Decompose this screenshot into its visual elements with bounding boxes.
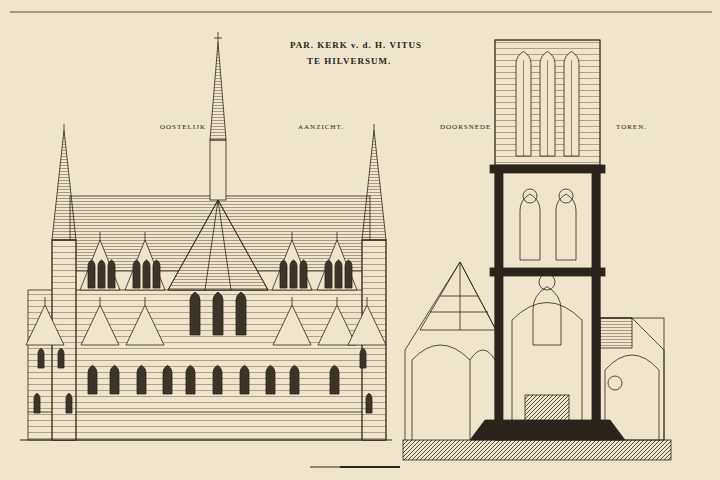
window [325,260,332,288]
window [540,52,555,157]
gable [81,305,119,345]
window [236,292,246,335]
window [290,365,299,394]
window [88,365,97,394]
gable [80,240,120,290]
view-label: AANZICHT. [296,123,346,131]
window [98,260,105,288]
window [290,260,297,288]
window [516,52,531,157]
gable [272,240,312,290]
window [266,365,275,394]
window [66,393,72,413]
window [345,260,352,288]
gable [125,240,165,290]
window [143,260,150,288]
window [34,393,40,413]
window [108,260,115,288]
window [163,365,172,394]
window [88,260,95,288]
window [330,365,339,394]
gable [26,305,64,345]
window [520,194,540,260]
window [190,292,200,335]
window [300,260,307,288]
view-label: TOREN. [614,123,649,131]
gable [273,305,311,345]
window [240,365,249,394]
window [366,393,372,413]
window [110,365,119,394]
window [186,365,195,394]
window [564,52,579,157]
window [213,365,222,394]
window [153,260,160,288]
window [556,194,576,260]
view-label: TE HILVERSUM. [305,56,393,66]
gable [317,240,357,290]
window [360,348,366,368]
window [533,287,561,345]
gable [348,305,386,345]
gable [318,305,356,345]
title: PAR. KERK v. d. H. VITUS [288,40,424,50]
window [335,260,342,288]
window [213,292,223,335]
view-label: OOSTELIJK [158,123,208,131]
window [38,348,44,368]
window [58,348,64,368]
window [133,260,140,288]
gable [126,305,164,345]
view-label: DOORSNEDE [438,123,493,131]
window [280,260,287,288]
window [137,365,146,394]
